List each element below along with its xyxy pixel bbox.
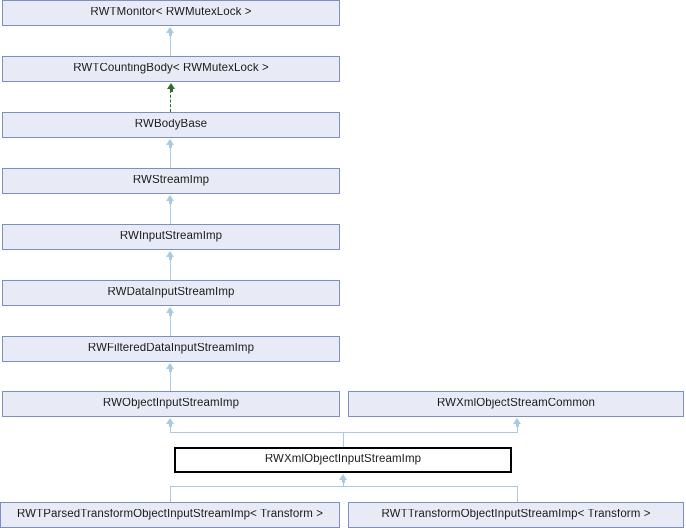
edge-rwstreamimp-to-rwbodybase <box>170 146 171 168</box>
edge-rwbodybase-to-rwtcountingbody <box>170 90 171 112</box>
edge-fan-bar-lower <box>170 486 518 487</box>
edge-to-rwttransform <box>517 486 518 502</box>
edge-rwtcountingbody-to-rwtmonitor-arrowhead-stem <box>169 33 172 36</box>
class-node-rwstreamimp[interactable]: RWStreamImp <box>2 168 340 194</box>
class-node-label: RWTTransformObjectInputStreamImp< Transf… <box>381 509 651 521</box>
edge-rwinputstreamimp-to-rwstreamimp-arrowhead <box>166 195 174 201</box>
edge-rwfiltereddatainput-to-rwdatainputstreamimp-arrowhead-stem <box>169 313 172 316</box>
class-node-label: RWTCountingBody< RWMutexLock > <box>73 63 269 75</box>
class-node-label: RWFilteredDataInputStreamImp <box>87 343 255 355</box>
edge-xmlinput-to-objectinput-arrowhead <box>166 418 174 424</box>
class-node-rwinputstreamimp[interactable]: RWInputStreamImp <box>2 224 340 250</box>
class-node-rwdatainputstreamimp[interactable]: RWDataInputStreamImp <box>2 280 340 306</box>
class-node-rwbodybase[interactable]: RWBodyBase <box>2 112 340 138</box>
edge-rwfiltereddatainput-to-rwdatainputstreamimp-arrowhead <box>166 307 174 313</box>
class-node-rwobjectinputstreamimp[interactable]: RWObjectInputStreamImp <box>2 391 340 417</box>
class-node-rwfiltereddatainput[interactable]: RWFilteredDataInputStreamImp <box>2 336 340 362</box>
edge-fan-drop-upper <box>343 432 344 447</box>
edge-fan-drop-lower <box>343 481 344 486</box>
class-node-rwtmonitor[interactable]: RWTMonitor< RWMutexLock > <box>2 0 340 26</box>
edge-transform-children-arrowhead <box>339 474 347 480</box>
class-node-label: RWTMonitor< RWMutexLock > <box>90 7 252 19</box>
edge-rwobjectinputstreamimp-to-rwfiltereddatainput <box>170 370 171 391</box>
edge-xmlinput-to-xmlcommon <box>517 425 518 432</box>
edge-rwtcountingbody-to-rwtmonitor <box>170 34 171 56</box>
class-node-label: RWInputStreamImp <box>119 231 223 243</box>
class-node-label: RWDataInputStreamImp <box>107 287 235 299</box>
edge-rwdatainputstreamimp-to-rwinputstreamimp-arrowhead-stem <box>169 257 172 260</box>
edge-rwstreamimp-to-rwbodybase-arrowhead <box>166 139 174 145</box>
class-node-rwtparsedtransform[interactable]: RWTParsedTransformObjectInputStreamImp< … <box>0 502 340 528</box>
class-node-label: RWBodyBase <box>134 119 208 131</box>
edge-rwstreamimp-to-rwbodybase-arrowhead-stem <box>169 145 172 148</box>
edge-rwtcountingbody-to-rwtmonitor-arrowhead <box>166 27 174 33</box>
class-node-label: RWXmlObjectInputStreamImp <box>264 454 422 466</box>
edge-rwinputstreamimp-to-rwstreamimp <box>170 202 171 224</box>
class-node-rwxmlobjectinputstreamimp[interactable]: RWXmlObjectInputStreamImp <box>174 447 512 473</box>
class-node-rwtcountingbody[interactable]: RWTCountingBody< RWMutexLock > <box>2 56 340 82</box>
edge-to-rwtparsedtransform <box>170 486 171 502</box>
edge-fan-bar-upper <box>170 432 518 433</box>
edge-rwobjectinputstreamimp-to-rwfiltereddatainput-arrowhead <box>166 363 174 369</box>
class-node-rwxmlobjectstreamcommon[interactable]: RWXmlObjectStreamCommon <box>348 391 684 417</box>
edge-rwinputstreamimp-to-rwstreamimp-arrowhead-stem <box>169 201 172 204</box>
edge-rwdatainputstreamimp-to-rwinputstreamimp-arrowhead <box>166 251 174 257</box>
class-node-label: RWTParsedTransformObjectInputStreamImp< … <box>16 509 324 521</box>
class-node-label: RWXmlObjectStreamCommon <box>436 398 595 410</box>
class-node-label: RWObjectInputStreamImp <box>102 398 240 410</box>
edge-rwbodybase-to-rwtcountingbody-arrowhead <box>167 83 175 89</box>
class-node-rwttransform[interactable]: RWTTransformObjectInputStreamImp< Transf… <box>348 502 684 528</box>
edge-rwbodybase-to-rwtcountingbody-arrowhead-stem <box>170 89 173 92</box>
edge-xmlinput-to-xmlcommon-arrowhead <box>513 418 521 424</box>
edge-xmlinput-to-objectinput <box>170 425 171 432</box>
class-node-label: RWStreamImp <box>132 175 210 187</box>
edge-rwobjectinputstreamimp-to-rwfiltereddatainput-arrowhead-stem <box>169 369 172 372</box>
edge-rwfiltereddatainput-to-rwdatainputstreamimp <box>170 314 171 336</box>
edge-rwdatainputstreamimp-to-rwinputstreamimp <box>170 258 171 280</box>
